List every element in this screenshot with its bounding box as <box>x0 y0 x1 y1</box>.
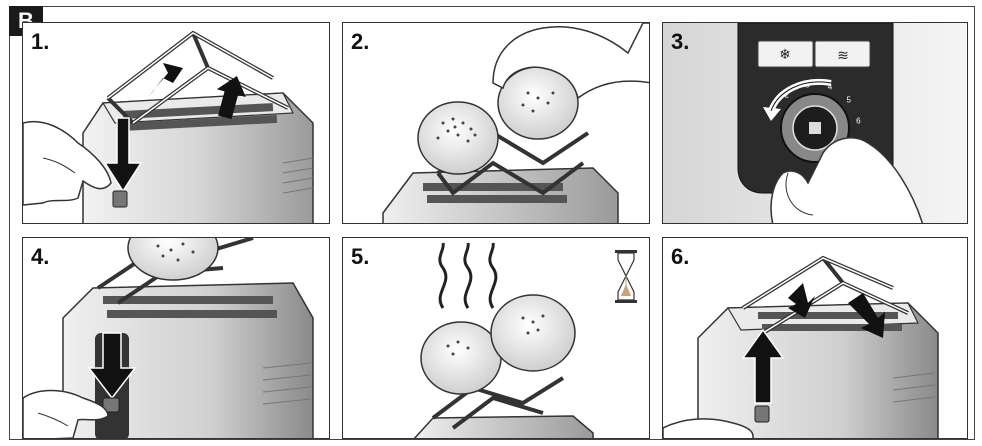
step-3-panel: 3. ❄ ≋ 1234567 <box>662 22 968 224</box>
svg-text:≋: ≋ <box>837 48 849 64</box>
bun-right <box>491 295 575 371</box>
step-3-illustration: ❄ ≋ 1234567 <box>663 23 968 224</box>
step-1-panel: 1. <box>22 22 330 224</box>
step-4-panel: 4. <box>22 237 330 439</box>
step-5-illustration <box>343 238 650 439</box>
step-6-number: 6. <box>671 244 689 270</box>
step-2-number: 2. <box>351 29 369 55</box>
step-5-panel: 5. <box>342 237 650 439</box>
lever <box>755 406 769 422</box>
step-6-panel: 6. <box>662 237 968 439</box>
step-2-panel: 2. <box>342 22 650 224</box>
step-4-illustration <box>23 238 330 439</box>
svg-text:❄: ❄ <box>779 47 791 63</box>
step-3-number: 3. <box>671 29 689 55</box>
dial-scale-label: 5 <box>846 96 851 105</box>
bun <box>128 238 218 280</box>
bun-left <box>418 102 498 174</box>
step-4-number: 4. <box>31 244 49 270</box>
dial-scale-label: 6 <box>856 116 861 125</box>
step-6-illustration <box>663 238 968 439</box>
stop-button <box>809 122 821 134</box>
step-5-number: 5. <box>351 244 369 270</box>
hourglass-icon <box>615 250 637 303</box>
toaster-body <box>413 416 593 439</box>
lever <box>113 191 127 207</box>
up-arrow-icon <box>148 63 183 98</box>
step-2-illustration <box>343 23 650 224</box>
step-1-illustration <box>23 23 330 224</box>
steam-icon <box>440 243 496 308</box>
step-1-number: 1. <box>31 29 49 55</box>
bun-left <box>421 322 501 394</box>
